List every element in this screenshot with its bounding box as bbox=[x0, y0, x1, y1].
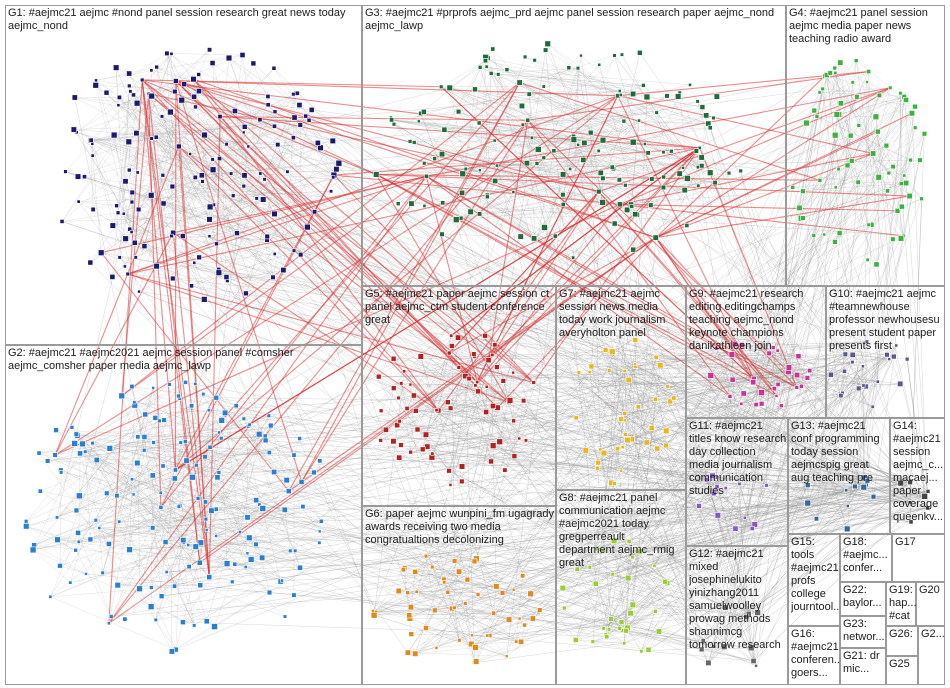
group-box-g7: G7: #aejmc21 aejmc session news media to… bbox=[556, 286, 686, 490]
group-label-g1: G1: #aejmc21 aejmc #nond panel session r… bbox=[8, 7, 353, 33]
group-box-g19: G19: hap... #cat bbox=[886, 582, 916, 626]
group-box-g14: G14: #aejmc21 session aejmc_c... macaej.… bbox=[890, 418, 945, 534]
group-box-g20: G20 bbox=[916, 582, 945, 626]
group-label-g9: G9: #aejmc21 research editing editingcha… bbox=[689, 288, 821, 353]
group-label-g11: G11: #aejmc21 titles know research day c… bbox=[689, 420, 787, 498]
group-label-g25: G25 bbox=[889, 658, 919, 671]
group-label-g23: G23: networ... bbox=[843, 618, 885, 644]
group-label-g12: G12: #aejmc21 mixed josephinelukito yini… bbox=[689, 548, 787, 652]
group-label-g6: G6: paper aejmc wunpini_fm ugagrady awar… bbox=[365, 508, 555, 547]
group-label-g3: G3: #aejmc21 #prprofs aejmc_prd aejmc pa… bbox=[365, 7, 785, 33]
group-box-g21: G21: dr mic... bbox=[840, 648, 886, 685]
group-box-g2: G2: #aejmc21 #aejmc2021 aejmc session pa… bbox=[5, 345, 362, 685]
group-label-g16: G16: #aejmc21 conferen... goers... bbox=[791, 628, 839, 680]
group-box-g16: G16: #aejmc21 conferen... goers... bbox=[788, 626, 840, 685]
group-box-g17: G17 bbox=[892, 534, 945, 582]
group-box-g5: G5: #aejmc21 paper aejmc session ct pane… bbox=[362, 286, 556, 506]
group-box-g4: G4: #aejmc21 panel session aejmc media p… bbox=[786, 5, 945, 286]
group-box-g1: G1: #aejmc21 aejmc #nond panel session r… bbox=[5, 5, 362, 345]
group-box-g23: G23: networ... bbox=[840, 616, 886, 648]
group-label-g20: G20 bbox=[919, 584, 946, 597]
group-box-g12: G12: #aejmc21 mixed josephinelukito yini… bbox=[686, 546, 788, 685]
group-box-g26: G26: bbox=[886, 626, 918, 656]
group-box-g13: G13: #aejmc21 conf programming today ses… bbox=[788, 418, 890, 534]
group-label-g17: G17 bbox=[895, 536, 943, 549]
group-label-g22: G22: baylor... bbox=[843, 584, 885, 610]
group-label-g2: G2: #aejmc21 #aejmc2021 aejmc session pa… bbox=[8, 347, 358, 373]
group-label-g4: G4: #aejmc21 panel session aejmc media p… bbox=[789, 7, 939, 46]
group-label-g13: G13: #aejmc21 conf programming today ses… bbox=[791, 420, 889, 485]
group-box-g11: G11: #aejmc21 titles know research day c… bbox=[686, 418, 788, 546]
group-box-g25: G25 bbox=[886, 656, 918, 685]
group-box-g10: G10: #aejmc21 aejmc #teamnewhouse profes… bbox=[826, 286, 945, 418]
group-label-g14: G14: #aejmc21 session aejmc_c... macaej.… bbox=[893, 420, 945, 524]
group-label-g15: G15: tools #aejmc21 profs college journt… bbox=[791, 536, 839, 614]
group-label-g18: G18: #aejmc... confer... bbox=[843, 536, 891, 575]
group-box-g9: G9: #aejmc21 research editing editingcha… bbox=[686, 286, 826, 418]
group-box-g3: G3: #aejmc21 #prprofs aejmc_prd aejmc pa… bbox=[362, 5, 786, 286]
group-label-g8: G8: #aejmc21 panel communication aejmc #… bbox=[559, 492, 681, 570]
group-label-g21: G21: dr mic... bbox=[843, 650, 885, 676]
group-box-g24: G2... bbox=[918, 626, 945, 685]
group-label-g19: G19: hap... #cat bbox=[889, 584, 917, 623]
group-label-g5: G5: #aejmc21 paper aejmc session ct pane… bbox=[365, 288, 555, 327]
group-label-g24: G2... bbox=[921, 628, 946, 641]
group-label-g10: G10: #aejmc21 aejmc #teamnewhouse profes… bbox=[829, 288, 944, 353]
group-box-g22: G22: baylor... bbox=[840, 582, 886, 616]
group-box-g18: G18: #aejmc... confer... bbox=[840, 534, 892, 582]
group-box-g8: G8: #aejmc21 panel communication aejmc #… bbox=[556, 490, 686, 685]
group-label-g7: G7: #aejmc21 aejmc session news media to… bbox=[559, 288, 681, 340]
group-box-g6: G6: paper aejmc wunpini_fm ugagrady awar… bbox=[362, 506, 556, 685]
group-box-g15: G15: tools #aejmc21 profs college journt… bbox=[788, 534, 840, 626]
group-label-g26: G26: bbox=[889, 628, 919, 641]
